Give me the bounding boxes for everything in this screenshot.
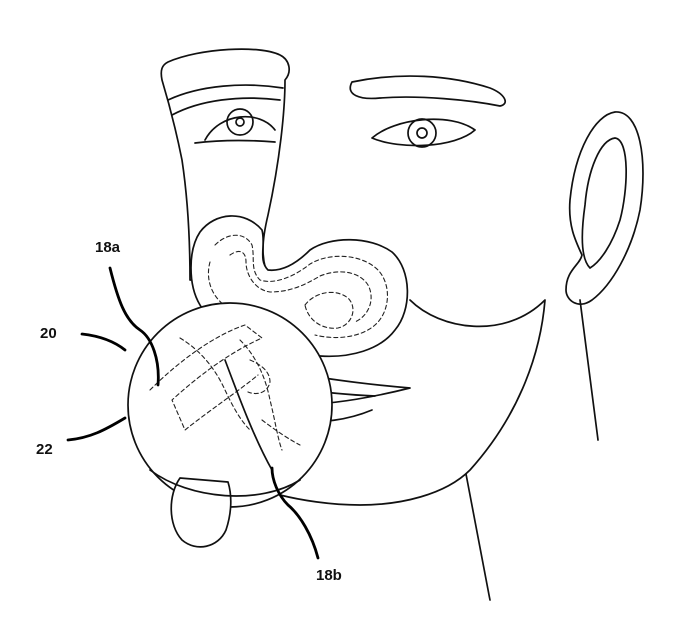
eye-right-outline (372, 119, 475, 145)
tongue (171, 478, 231, 547)
eye-right-iris (408, 119, 436, 147)
ear-inner (582, 138, 626, 268)
neck-line-left (466, 474, 490, 600)
label-20: 20 (40, 325, 57, 342)
label-18b: 18b (316, 567, 342, 584)
leader-22 (68, 418, 125, 440)
ear-line (580, 300, 598, 440)
eyebrow-right (350, 76, 505, 106)
ear (566, 112, 643, 304)
label-18a: 18a (95, 239, 121, 256)
eye-right-pupil (417, 128, 427, 138)
label-22: 22 (36, 441, 53, 458)
leader-20 (82, 334, 125, 350)
